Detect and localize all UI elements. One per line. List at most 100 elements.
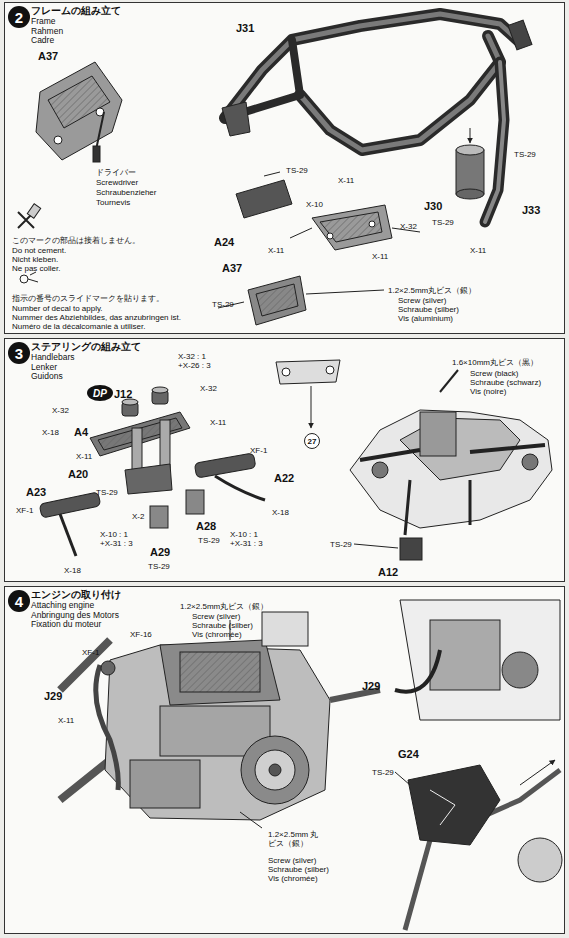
- note-text: Schraubenzieher: [96, 188, 156, 197]
- part-label: J30: [424, 200, 442, 212]
- note-text: Screw (silver): [192, 612, 240, 621]
- note-text: X-11: [470, 246, 486, 255]
- note-text: X-32 : 1: [178, 352, 206, 361]
- note-text: X-2: [132, 512, 144, 521]
- note-text: X-11: [58, 716, 74, 725]
- step-number: 3: [8, 342, 30, 364]
- note-text: Schraube (silber): [398, 305, 459, 314]
- part-label: J12: [114, 388, 132, 400]
- part-label: G24: [398, 748, 419, 760]
- badge-text: 3: [15, 345, 23, 362]
- part-label: J29: [44, 690, 62, 702]
- part-label: A28: [196, 520, 216, 532]
- step-panel: フレームの組み立てFrameRahmenCadre 2: [4, 2, 565, 334]
- note-text: TS-29: [286, 166, 308, 175]
- paint-badge: DP: [87, 385, 113, 401]
- step-number: 4: [8, 590, 30, 612]
- note-text: Nummer des Abziehbildes, das anzubringen…: [12, 313, 181, 322]
- note-text: Screw (black): [470, 369, 518, 378]
- decal-number: 27: [304, 433, 320, 449]
- note-text: Number of decal to apply.: [12, 304, 103, 313]
- note-text: TS-29: [212, 300, 234, 309]
- step-title: Cadre: [31, 36, 121, 46]
- badge-text: 4: [15, 593, 23, 610]
- note-text: TS-29: [372, 768, 394, 777]
- note-text: Vis (aluminium): [398, 314, 453, 323]
- note-text: X-11: [268, 246, 284, 255]
- note-text: Tournevis: [96, 198, 130, 207]
- note-text: TS-29: [96, 488, 118, 497]
- step-number: 2: [8, 6, 30, 28]
- note-text: 1.2×2.5mm丸ビス（銀）: [180, 602, 268, 611]
- note-text: +X-31 : 3: [100, 539, 133, 548]
- note-text: X-18: [64, 566, 81, 575]
- part-label: A37: [38, 50, 58, 62]
- note-text: TS-29: [514, 150, 536, 159]
- note-text: TS-29: [432, 218, 454, 227]
- step-heading: エンジンの取り付けAttaching engineAnbringung des …: [31, 589, 121, 630]
- note-text: X-10 : 1: [230, 530, 258, 539]
- note-text: +X-31 : 3: [230, 539, 263, 548]
- note-text: Screwdriver: [96, 178, 138, 187]
- note-text: X-32: [200, 384, 217, 393]
- step-title: Anbringung des Motors: [31, 611, 121, 621]
- note-text: 1.2×2.5mm 丸ビス（銀）: [268, 830, 326, 848]
- note-text: Vis (chromée): [192, 630, 242, 639]
- step-heading: フレームの組み立てFrameRahmenCadre: [31, 5, 121, 46]
- step-title: フレームの組み立て: [31, 5, 121, 17]
- note-text: X-18: [272, 508, 289, 517]
- step-title: Frame: [31, 17, 121, 27]
- note-text: X-32: [400, 222, 417, 231]
- note-text: TS-29: [330, 540, 352, 549]
- part-label: A24: [214, 236, 234, 248]
- badge-text: 27: [308, 437, 317, 446]
- part-label: A37: [222, 262, 242, 274]
- part-label: A20: [68, 468, 88, 480]
- part-label: J29: [362, 680, 380, 692]
- note-text: Ne pas coller.: [12, 264, 60, 273]
- part-label: A23: [26, 486, 46, 498]
- note-text: XF-1: [16, 506, 33, 515]
- step-heading: ステアリングの組み立てHandlebarsLenkerGuidons: [31, 341, 141, 382]
- part-label: A4: [74, 426, 88, 438]
- note-text: X-11: [338, 176, 354, 185]
- note-text: TS-29: [148, 562, 170, 571]
- step-title: Rahmen: [31, 27, 121, 37]
- part-label: A29: [150, 546, 170, 558]
- part-label: A12: [378, 566, 398, 578]
- part-label: A22: [274, 472, 294, 484]
- note-text: Numéro de la décalcomanie à utiliser.: [12, 322, 145, 331]
- note-text: TS-29: [198, 536, 220, 545]
- note-text: 指示の番号のスライドマークを貼ります。: [12, 294, 164, 303]
- step-title: Handlebars: [31, 353, 141, 363]
- note-text: X-11: [210, 418, 226, 427]
- step-title: Attaching engine: [31, 601, 121, 611]
- note-text: Nicht kleben.: [12, 255, 58, 264]
- step-title: Lenker: [31, 363, 141, 373]
- part-label: J31: [236, 22, 254, 34]
- note-text: XF-1: [82, 648, 99, 657]
- note-text: Schraube (silber): [192, 621, 253, 630]
- note-text: Do not cement.: [12, 246, 66, 255]
- note-text: このマークの部品は接着しません。: [12, 236, 140, 245]
- step-title: エンジンの取り付け: [31, 589, 121, 601]
- step-title: Fixation du moteur: [31, 620, 121, 630]
- note-text: ドライバー: [96, 168, 136, 177]
- note-text: X-10: [306, 200, 323, 209]
- part-label: J33: [522, 204, 540, 216]
- note-text: X-32: [52, 406, 69, 415]
- badge-text: 2: [15, 9, 23, 26]
- step-title: ステアリングの組み立て: [31, 341, 141, 353]
- note-text: Screw (silver): [268, 856, 316, 865]
- note-text: X-18: [42, 428, 59, 437]
- note-text: Vis (noire): [470, 387, 506, 396]
- note-text: Schraube (silber): [268, 865, 329, 874]
- note-text: XF-1: [250, 446, 267, 455]
- note-text: XF-16: [130, 630, 152, 639]
- note-text: X-10 : 1: [100, 530, 128, 539]
- note-text: Vis (chromée): [268, 874, 318, 883]
- note-text: X-11: [76, 452, 92, 461]
- note-text: X-11: [372, 252, 388, 261]
- note-text: Screw (silver): [398, 296, 446, 305]
